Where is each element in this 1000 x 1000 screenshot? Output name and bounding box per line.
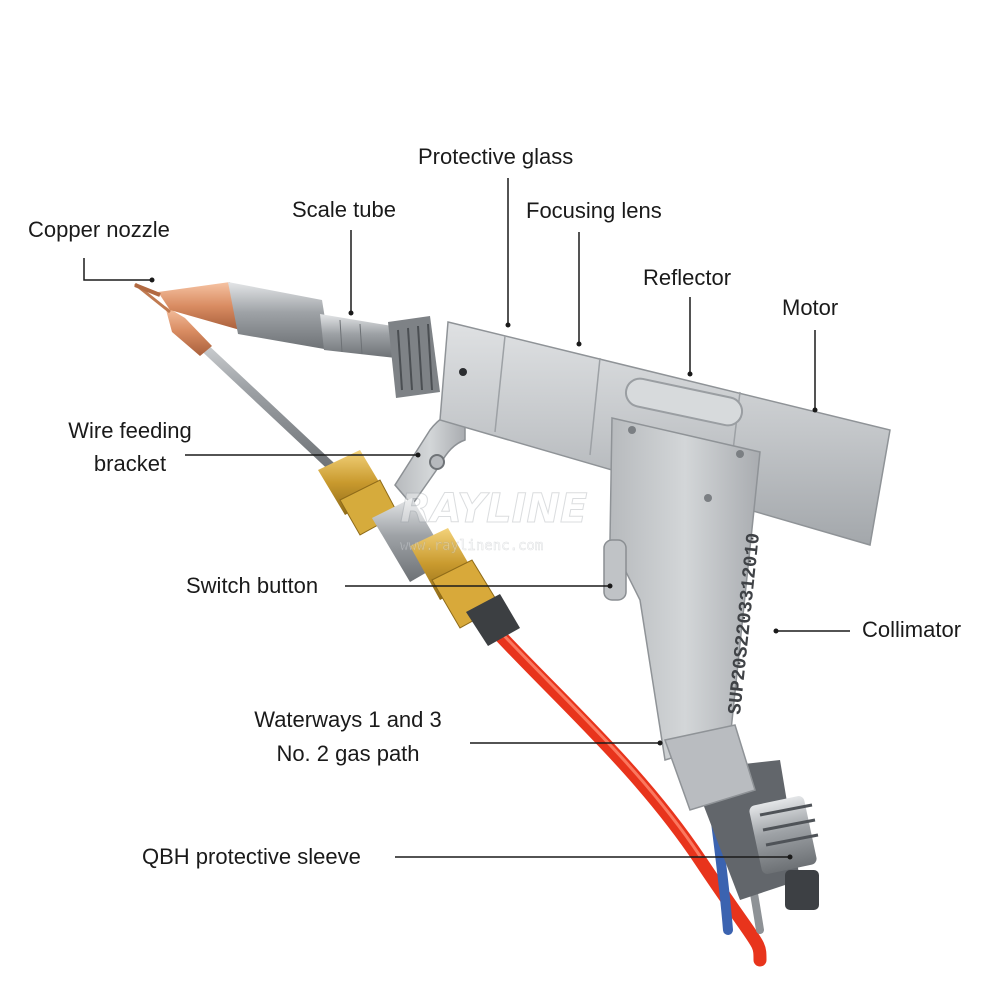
label-reflector: Reflector xyxy=(643,265,732,290)
label-wire-feeding-line2: bracket xyxy=(93,451,167,476)
label-switch-button: Switch button xyxy=(186,573,319,598)
leader-dots xyxy=(149,277,818,860)
label-qbh-sleeve: QBH protective sleeve xyxy=(142,844,361,869)
label-scale-tube: Scale tube xyxy=(292,197,396,222)
label-wire-feeding-line1: Wire feeding xyxy=(68,418,192,443)
red-gas-hose-highlight xyxy=(493,624,702,858)
label-collimator: Collimator xyxy=(862,617,962,642)
wire-feed-tip xyxy=(165,306,212,356)
label-focusing-lens: Focusing lens xyxy=(526,198,662,223)
copper-nozzle xyxy=(134,282,240,330)
leader-lines xyxy=(83,178,850,858)
leader-copper-nozzle xyxy=(83,258,152,281)
wire-feed-connector xyxy=(318,450,520,646)
watermark-url: www.raylinenc.com xyxy=(400,538,543,554)
scale-tube xyxy=(228,282,396,358)
locking-nut xyxy=(388,316,440,398)
label-protective-glass: Protective glass xyxy=(418,144,574,169)
pistol-grip: SUP20S2203312010 xyxy=(603,417,765,811)
label-motor: Motor xyxy=(782,295,839,320)
body-slot xyxy=(624,377,744,427)
label-copper-nozzle: Copper nozzle xyxy=(28,217,170,242)
switch-button xyxy=(603,539,627,601)
red-gas-hose xyxy=(488,623,767,967)
watermark-brand: RAYLINE xyxy=(400,486,587,532)
label-waterways-line1: Waterways 1 and 3 xyxy=(254,707,442,732)
label-waterways-line2: No. 2 gas path xyxy=(276,741,420,766)
watermark: RAYLINE www.raylinenc.com xyxy=(400,486,588,555)
